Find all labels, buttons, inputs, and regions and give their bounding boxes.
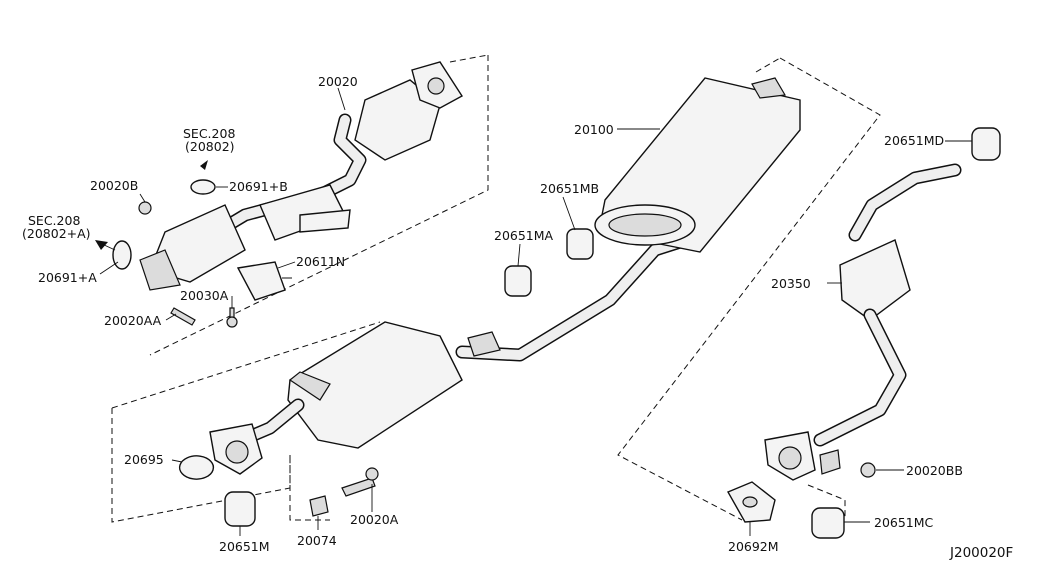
bolt-20020aa[interactable]: [170, 307, 196, 326]
label-20074: 20074: [297, 533, 337, 548]
label-20020aa: 20020AA: [104, 313, 162, 328]
arrow-sec208-b: [95, 240, 108, 250]
label-20695: 20695: [124, 452, 164, 467]
main-muffler[interactable]: [594, 77, 801, 253]
diagram-id: J200020F: [949, 545, 1013, 561]
leader-20611n: [277, 261, 296, 279]
arrow-line-sec208-b: [101, 243, 116, 251]
group-boundary-rear: [617, 57, 881, 521]
label-20020b: 20020B: [90, 178, 138, 193]
insulator-20651ma[interactable]: [504, 265, 532, 297]
group-boundary-center: [111, 321, 381, 523]
insulator-20651m[interactable]: [224, 491, 256, 527]
front-pipe-catalyst[interactable]: [139, 61, 463, 301]
bolt-head-20020a: [365, 467, 379, 481]
leader-20651mb: [562, 196, 576, 231]
label-sec208-b-sub: (20802+A): [22, 226, 91, 241]
label-20651mc: 20651MC: [874, 515, 934, 530]
insulator-20651md[interactable]: [971, 127, 1001, 161]
spring-20074[interactable]: [309, 495, 329, 517]
center-muffler[interactable]: [209, 235, 687, 475]
label-20020bb: 20020BB: [906, 463, 963, 478]
rear-catalyst-pipe[interactable]: [764, 163, 962, 481]
label-20651m: 20651M: [219, 539, 270, 554]
label-sec208-b: SEC.208: [28, 213, 80, 228]
label-20030a: 20030A: [180, 288, 229, 303]
label-20611n: 20611N: [296, 254, 345, 269]
bracket-dash-20651mc: [807, 484, 846, 518]
leader-20691-a: [99, 261, 119, 275]
label-20691-a: 20691+A: [38, 270, 97, 285]
bolt-head-20030a: [226, 316, 238, 328]
label-20020: 20020: [318, 74, 358, 89]
clamp-20695[interactable]: [178, 455, 215, 480]
bracket-dash-20651m: [289, 455, 330, 521]
label-20651ma: 20651MA: [494, 228, 554, 243]
bolt-20020a[interactable]: [341, 477, 376, 497]
insulator-20651mc[interactable]: [811, 507, 845, 539]
label-20651md: 20651MD: [884, 133, 944, 148]
label-sec208-a-sub: (20802): [185, 139, 235, 154]
leader-20020aa: [165, 313, 177, 321]
leader-20020: [337, 87, 346, 111]
leader-20020b: [139, 193, 146, 203]
gasket-hole-20692m: [742, 496, 758, 508]
gasket-20691-b[interactable]: [190, 179, 216, 195]
group-boundary-front: [149, 54, 489, 356]
leader-20651ma: [517, 243, 521, 267]
label-20691-b: 20691+B: [229, 179, 288, 194]
label-20692m: 20692M: [728, 539, 779, 554]
label-20100: 20100: [574, 122, 614, 137]
gasket-20691-a[interactable]: [112, 240, 132, 270]
label-20350: 20350: [771, 276, 811, 291]
label-20020a: 20020A: [350, 512, 399, 527]
label-20651mb: 20651MB: [540, 181, 599, 196]
insulator-20651mb[interactable]: [566, 228, 594, 260]
label-sec208-a: SEC.208: [183, 126, 235, 141]
arrow-sec208-a: [200, 160, 208, 170]
nut-20020b[interactable]: [138, 201, 152, 215]
leader-20695: [171, 459, 183, 463]
nut-20020bb[interactable]: [860, 462, 876, 478]
